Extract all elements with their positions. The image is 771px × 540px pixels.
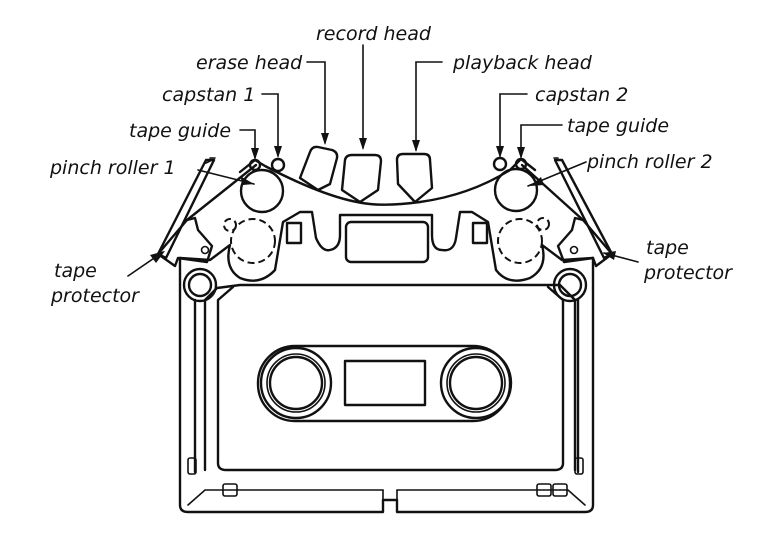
screw-post-left xyxy=(182,267,218,303)
cassette-shell xyxy=(178,256,595,514)
leader-lines xyxy=(127,44,639,277)
reel-hub-left xyxy=(259,346,333,420)
center-head-opening xyxy=(344,220,430,264)
tape-path xyxy=(238,157,537,206)
screw-post-right xyxy=(552,267,588,303)
label-tape-guide-right: tape guide xyxy=(567,115,669,137)
label-erase-head: erase head xyxy=(196,52,303,74)
label-tape-protector-left-1: tape xyxy=(54,260,97,282)
pin-hole-right xyxy=(471,221,489,245)
label-record-head: record head xyxy=(316,23,432,45)
label-tape-protector-right-2: protector xyxy=(643,262,733,284)
bottom-tab-right-1 xyxy=(536,483,552,497)
label-capstan-1: capstan 1 xyxy=(162,84,255,106)
center-label-window xyxy=(343,359,427,407)
label-pinch-roller-1: pinch roller 1 xyxy=(49,157,176,179)
reel-window xyxy=(256,344,513,423)
erase-head xyxy=(298,145,339,192)
bottom-tab-right-2 xyxy=(552,483,568,497)
cassette-top-edge xyxy=(178,210,595,282)
label-tape-protector-right-1: tape xyxy=(646,237,689,259)
tape-protector-right xyxy=(520,157,614,268)
label-tape-guide-left: tape guide xyxy=(129,120,231,142)
side-notch-left xyxy=(187,457,197,475)
capstan-2 xyxy=(492,156,508,172)
bottom-tab-left xyxy=(222,483,238,497)
reel-hub-right xyxy=(439,346,513,420)
tape-protector-left xyxy=(156,157,258,268)
record-head xyxy=(340,153,383,204)
label-capstan-2: capstan 2 xyxy=(535,84,628,106)
playback-head xyxy=(395,152,434,204)
pinch-roller-1 xyxy=(239,168,285,214)
label-tape-protector-left-2: protector xyxy=(50,285,140,307)
side-notch-right xyxy=(574,457,584,475)
pinch-roller-2 xyxy=(493,167,539,213)
capstan-1 xyxy=(270,157,286,173)
label-playback-head: playback head xyxy=(452,52,593,74)
pin-hole-left xyxy=(285,221,303,245)
label-pinch-roller-2: pinch roller 2 xyxy=(586,151,713,173)
